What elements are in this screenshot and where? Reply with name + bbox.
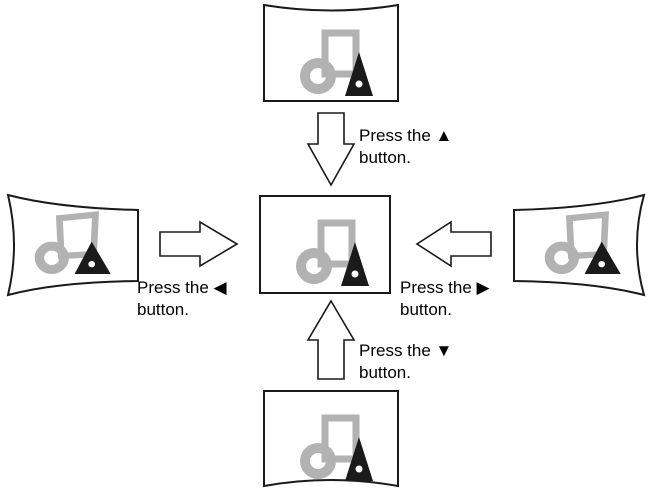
label-left-line1: Press the ◀: [137, 278, 228, 297]
label-top-line2: button.: [359, 148, 411, 167]
screen-bottom: [263, 390, 399, 488]
arrow-down-icon: [306, 112, 356, 187]
label-bottom-line1: Press the ▼: [359, 341, 452, 360]
arrow-right-icon: [159, 220, 239, 268]
label-top-line1: Press the ▲: [359, 126, 452, 145]
label-right-line1: Press the ▶: [400, 278, 491, 297]
label-bottom: Press the ▼ button.: [359, 341, 452, 382]
label-left-line2: button.: [137, 300, 189, 319]
screen-left: [6, 193, 139, 297]
label-left: Press the ◀ button.: [137, 278, 228, 319]
arrow-left-icon: [415, 220, 492, 268]
label-bottom-line2: button.: [359, 363, 411, 382]
screen-center: [259, 195, 391, 294]
label-right: Press the ▶ button.: [400, 278, 491, 319]
label-top: Press the ▲ button.: [359, 126, 452, 167]
screen-right: [513, 193, 646, 297]
screen-top: [263, 3, 399, 102]
label-right-line2: button.: [400, 300, 452, 319]
arrow-up-icon: [306, 299, 356, 380]
